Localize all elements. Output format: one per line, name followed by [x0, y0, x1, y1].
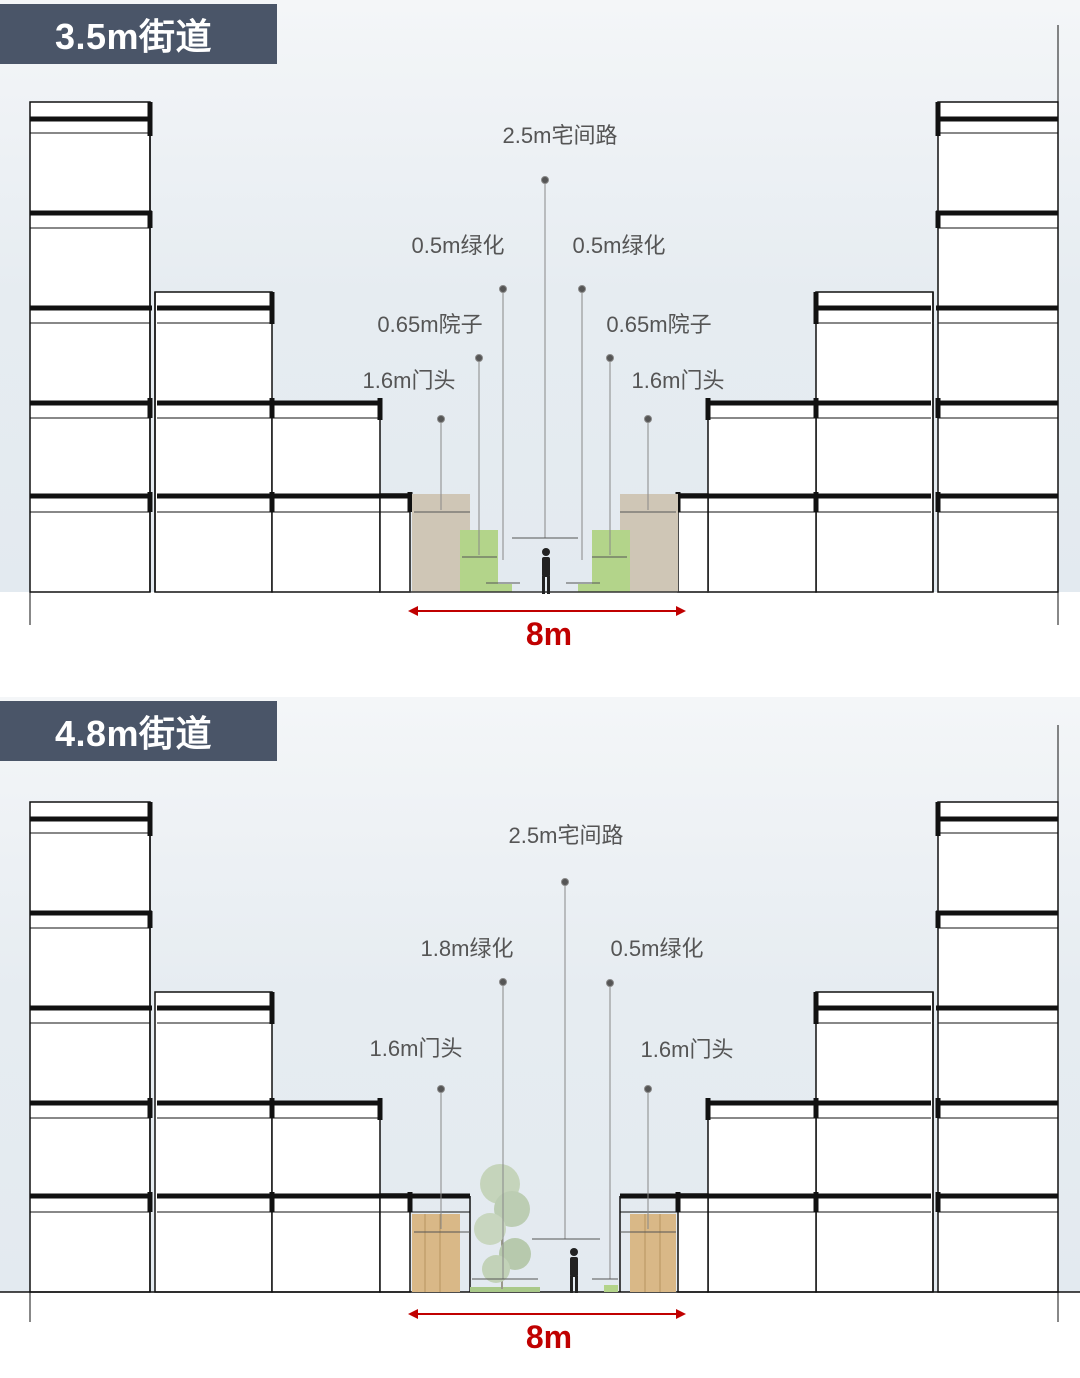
- section-title: 4.8m街道: [0, 701, 277, 761]
- section-panel-4-8m: 4.8m街道 2.5m宅间路 1.8m绿化 0.5m绿化 1.6m门头 1.6m…: [0, 689, 1080, 1378]
- shopfront-grain: [424, 1214, 661, 1292]
- total-width-arrow: [408, 1309, 686, 1319]
- total-width-arrow: [408, 606, 686, 616]
- dimension-label: 0.5m绿化: [411, 233, 505, 258]
- dimension-pointers: [437, 176, 652, 560]
- right-shopfront: [630, 1214, 676, 1292]
- left-building: [29, 801, 470, 1322]
- street-section: [0, 878, 1080, 1319]
- street-section: [380, 176, 710, 616]
- dimension-label: 1.8m绿化: [420, 936, 514, 961]
- dimension-pointers: [437, 878, 652, 1279]
- dimension-label: 1.6m门头: [640, 1037, 734, 1062]
- dimension-label: 0.5m绿化: [572, 233, 666, 258]
- person-figure: [542, 548, 550, 594]
- dimension-label: 0.65m院子: [606, 312, 712, 337]
- planting-strip: [470, 1287, 540, 1292]
- dimension-label: 2.5m宅间路: [502, 123, 618, 148]
- total-width-label: 8m: [525, 1319, 573, 1355]
- left-green-strip: [498, 584, 512, 592]
- section-drawing: [0, 0, 1080, 625]
- right-building: [620, 725, 1059, 1322]
- left-building: [29, 101, 413, 625]
- person-figure: [570, 1248, 578, 1293]
- dimension-arrows: [414, 1231, 676, 1280]
- dimension-label: 0.65m院子: [377, 312, 483, 337]
- right-building: [675, 25, 1059, 625]
- left-shopfront: [412, 1214, 460, 1292]
- right-green-strip: [604, 1285, 618, 1292]
- section-panel-3-5m: 3.5m街道 2.5m宅间路 0.5m绿化 0.5m绿化 0.65m院子 0.6…: [0, 0, 1080, 652]
- section-drawing: [0, 697, 1080, 1322]
- total-width-label: 8m: [525, 616, 573, 652]
- dimension-label: 2.5m宅间路: [508, 823, 624, 848]
- right-green-strip: [578, 584, 592, 592]
- dimension-label: 1.6m门头: [631, 368, 725, 393]
- section-title: 3.5m街道: [0, 4, 277, 64]
- right-yard-greenery: [592, 530, 630, 592]
- dimension-label: 1.6m门头: [362, 368, 456, 393]
- dimension-label: 0.5m绿化: [610, 936, 704, 961]
- dimension-arrows: [414, 511, 676, 584]
- dimension-label: 1.6m门头: [369, 1036, 463, 1061]
